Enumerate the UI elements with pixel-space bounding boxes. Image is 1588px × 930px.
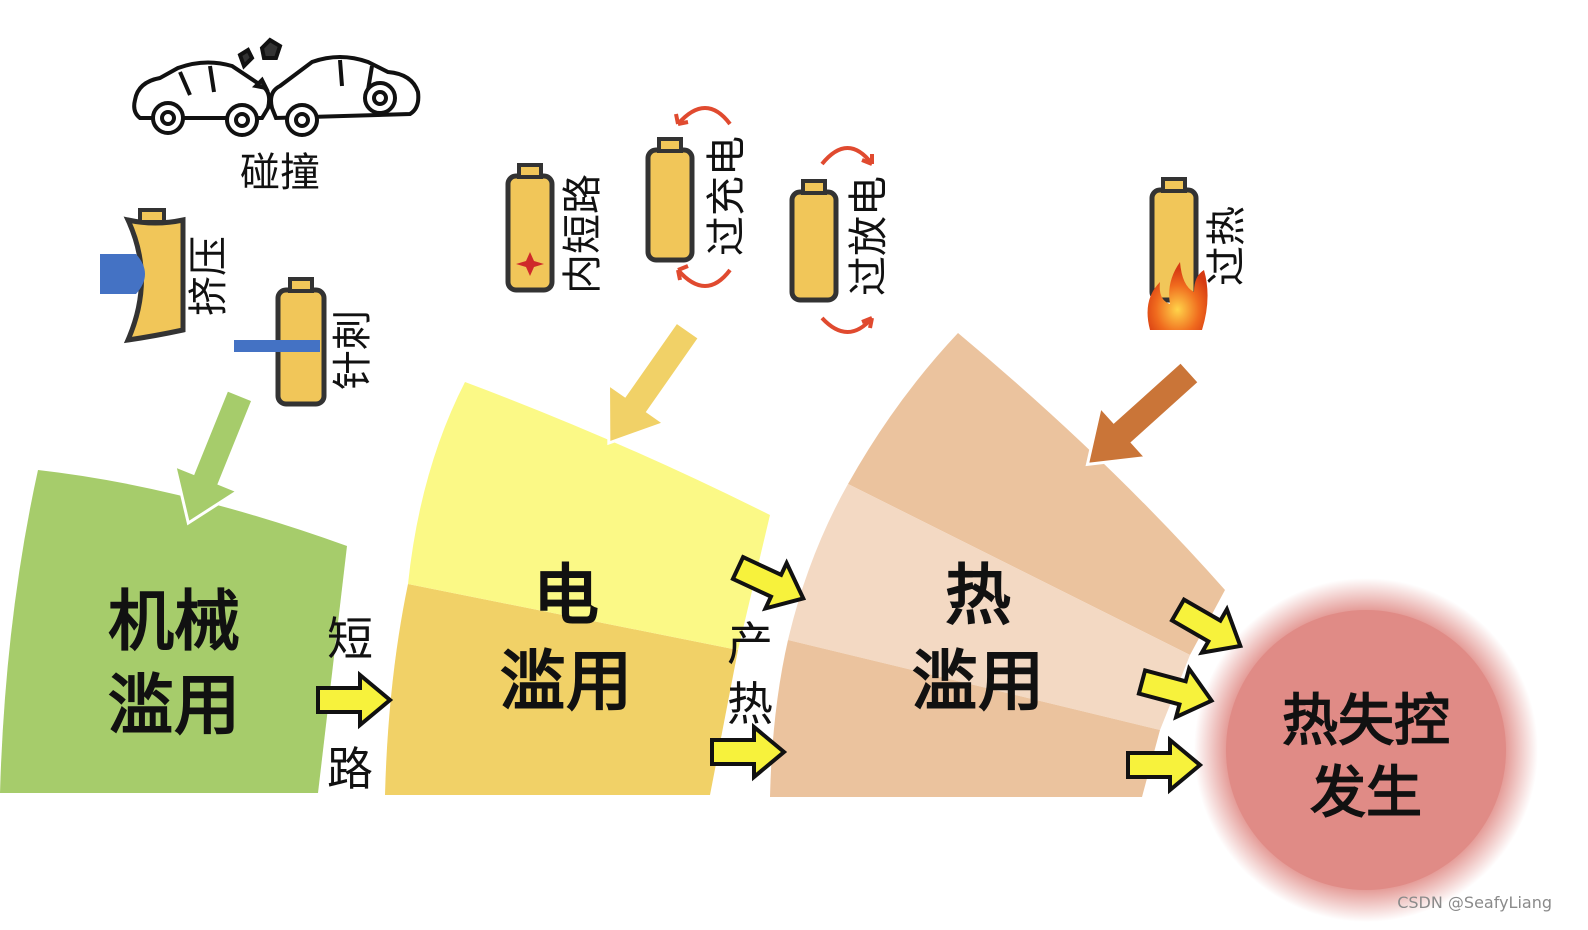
thermal-abuse-block-middle [788, 484, 1190, 730]
mechanical-label-line1: 机械 [108, 583, 240, 660]
arrow-electrical-input [607, 319, 702, 446]
arrow-mechanical-input [172, 387, 255, 526]
watermark: CSDN @SeafyLiang [1397, 893, 1552, 912]
arrow-electrical-to-thermal-upper [730, 554, 807, 612]
overheat-label: 过热 [1204, 206, 1250, 286]
overcharge-battery-icon [645, 137, 695, 263]
short-circuit-label-top: 短 [327, 612, 373, 666]
heat-generation-label-bottom: 热 [727, 677, 773, 731]
nail-penetration-icon [234, 277, 327, 407]
internal-short-battery-icon [505, 163, 555, 293]
thermal-abuse-block-bottom [770, 640, 1160, 797]
overdischarge-curved-arrow-icon [820, 146, 874, 334]
nail-label: 针刺 [330, 310, 376, 390]
electrical-label-line2: 滥用 [500, 643, 632, 720]
arrow-thermal-to-runaway-top [1169, 596, 1244, 656]
arrow-mechanical-to-electrical [316, 670, 394, 730]
arrow-thermal-to-runaway-middle [1136, 664, 1215, 721]
crush-icon [100, 208, 186, 344]
overcharge-label: 过充电 [704, 136, 750, 256]
runaway-label-line2: 发生 [1310, 761, 1422, 826]
electrical-abuse-block-lower [385, 584, 738, 795]
short-circuit-label-bottom: 路 [327, 742, 373, 796]
thermal-label-line1: 热 [945, 557, 1011, 634]
electrical-label-line1: 电 [533, 557, 599, 634]
electrical-abuse-block-upper [408, 382, 770, 650]
mechanical-label-line2: 滥用 [108, 667, 240, 744]
overdischarge-label: 过放电 [846, 176, 892, 296]
arrow-thermal-input [1085, 359, 1202, 467]
spark-icon [516, 252, 544, 276]
overcharge-curved-arrow-icon [674, 106, 732, 288]
heat-generation-label-top: 产 [727, 617, 773, 671]
thermal-abuse-block-top [848, 333, 1225, 655]
arrow-thermal-to-runaway-bottom [1126, 735, 1204, 795]
car-collision-icon [132, 37, 421, 137]
mechanical-abuse-block [0, 470, 347, 793]
fire-icon [1147, 262, 1208, 330]
thermal-label-line2: 滥用 [912, 643, 1044, 720]
overdischarge-battery-icon [789, 179, 839, 303]
runaway-label-line1: 热失控 [1282, 689, 1450, 754]
runaway-circle [1226, 610, 1506, 890]
crush-label: 挤压 [186, 236, 232, 316]
internal-short-label: 内短路 [560, 174, 606, 294]
collision-label: 碰撞 [240, 150, 320, 196]
arrow-electrical-to-thermal-lower [710, 722, 788, 782]
